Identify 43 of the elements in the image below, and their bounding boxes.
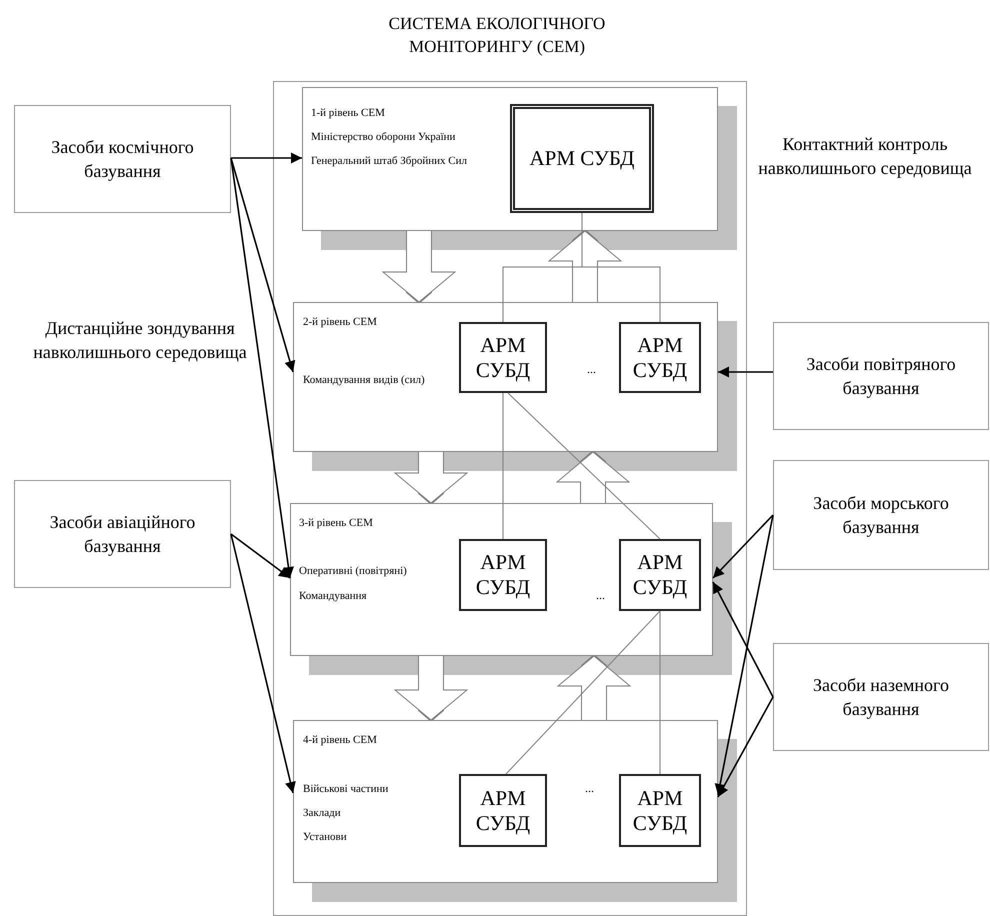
source-box: Засоби морського базування xyxy=(773,460,989,570)
level-text: Командування видів (сил) xyxy=(303,373,425,387)
arrow xyxy=(712,582,774,698)
workstation-box: АРМ СУБД xyxy=(619,539,701,611)
ellipsis-text: ... xyxy=(587,362,596,376)
workstation-box: АРМ СУБД xyxy=(619,322,701,393)
system-frame xyxy=(273,81,747,916)
remote-sensing-label: Дистанційне зондування навколишнього середовища xyxy=(32,317,248,364)
level-heading: 3-й рівень СЕМ xyxy=(299,516,373,530)
level-heading: 1-й рівень СЕМ xyxy=(311,106,385,120)
arrow xyxy=(712,514,774,579)
source-box: Засоби авіаційного базування xyxy=(14,480,231,588)
arrow xyxy=(230,534,296,794)
ellipsis-text: ... xyxy=(596,588,605,602)
arrow xyxy=(718,366,773,378)
contact-control-label: Контактний контроль навколишнього середовища xyxy=(757,133,973,180)
connector-line xyxy=(508,392,660,540)
workstation-box: АРМ СУБД xyxy=(459,539,547,611)
workstation-box: АРМ СУБД xyxy=(619,774,701,847)
arrow xyxy=(230,158,296,372)
workstation-box: АРМ СУБД xyxy=(459,774,547,847)
level-text: Командування xyxy=(299,589,367,603)
connector-line xyxy=(506,610,660,774)
workstation-box: АРМ СУБД xyxy=(510,104,654,213)
workstation-box: АРМ СУБД xyxy=(459,322,547,393)
arrow xyxy=(230,533,290,579)
diagram-title: СИСТЕМА ЕКОЛОГІЧНОГО МОНІТОРИНГУ (СЕМ) xyxy=(388,13,606,58)
arrow xyxy=(230,158,294,578)
level-heading: 4-й рівень СЕМ xyxy=(303,733,377,747)
level-text: Оперативні (повітряні) xyxy=(299,564,407,578)
source-box: Засоби повітряного базування xyxy=(773,322,989,430)
level-heading: 2-й рівень СЕМ xyxy=(303,315,377,329)
arrow xyxy=(231,152,302,164)
level-text: Військові частини xyxy=(303,782,388,796)
level-text: Установи xyxy=(303,830,347,844)
level-text: Генеральний штаб Збройних Сил xyxy=(311,154,467,168)
arrow xyxy=(717,696,774,798)
source-box: Засоби наземного базування xyxy=(773,643,989,751)
ellipsis-text: ... xyxy=(585,781,594,795)
level-text: Заклади xyxy=(303,806,341,820)
level-text: Міністерство оборони України xyxy=(311,130,456,144)
connector-line xyxy=(502,392,504,540)
source-box: Засоби космічного базування xyxy=(14,105,231,213)
